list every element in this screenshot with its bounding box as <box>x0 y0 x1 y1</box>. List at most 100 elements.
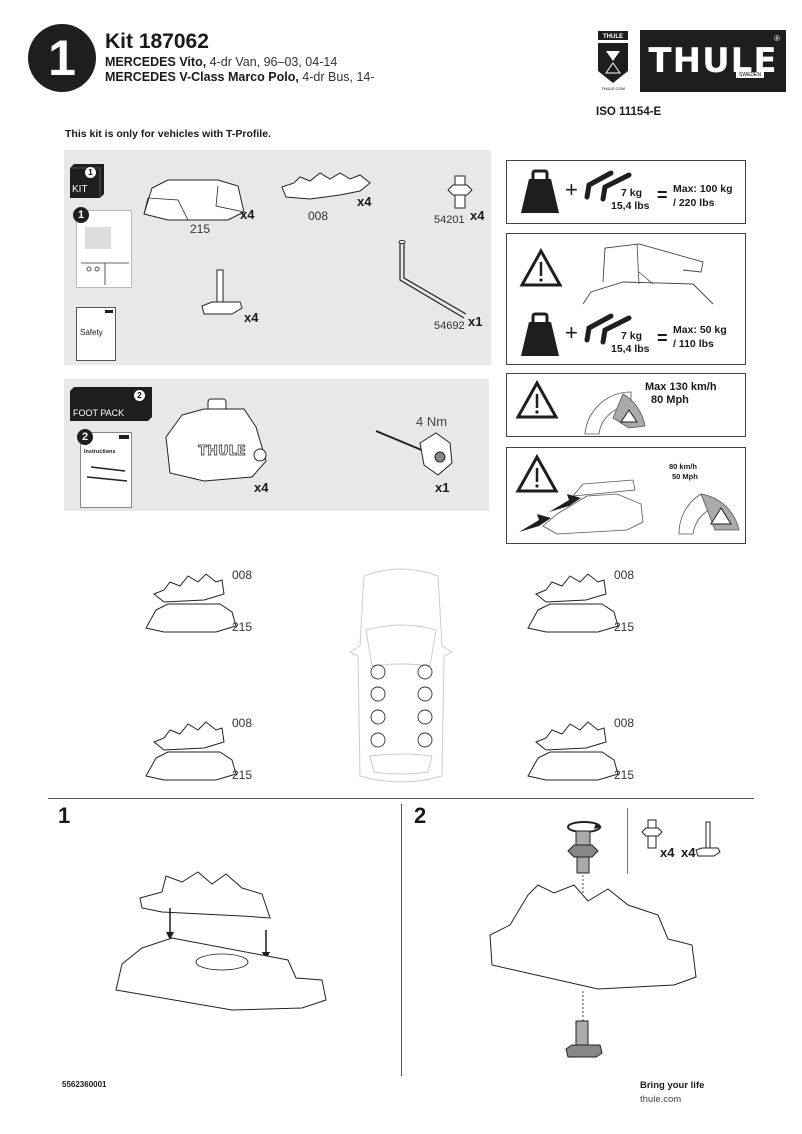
registered-icon: ® <box>774 34 780 43</box>
roof-rack-bars-icon <box>584 313 632 345</box>
position-front-left: 008 215 <box>144 568 264 638</box>
vehicle-details: 4-dr Bus, 14- <box>298 70 375 84</box>
max-speed-mph: 50 Mph <box>672 472 698 481</box>
max-load-lbs: / 220 lbs <box>673 197 715 209</box>
rack-weight-lbs: 15,4 lbs <box>611 343 650 355</box>
part-label-top: 008 <box>614 568 635 582</box>
t-bolt-icon <box>201 269 243 315</box>
speedometer-icon <box>678 493 740 535</box>
brand-slogan: Bring your life <box>640 1080 705 1091</box>
max-speed-mph: 80 Mph <box>651 394 689 406</box>
part-label-bottom: 215 <box>232 620 253 634</box>
max-load-lbs: / 110 lbs <box>673 338 714 350</box>
t-profile-notice: This kit is only for vehicles with T-Pro… <box>65 128 271 140</box>
hex-key-54692-icon <box>398 240 467 319</box>
plus-sign: + <box>565 177 578 202</box>
foot-unit-icon: THULE <box>165 398 267 482</box>
position-rear-right: 008 215 <box>526 716 646 786</box>
part-number: 008 <box>308 209 329 223</box>
kit-badge-label: KIT <box>72 184 88 195</box>
max-speed-box: Max 130 km/h 80 Mph <box>506 373 746 437</box>
manual-label: Instructions <box>84 449 116 455</box>
torque-value: 4 Nm <box>416 414 448 429</box>
equals-sign: = <box>657 185 668 205</box>
thule-logo: THULE SWEDEN ® <box>640 30 786 92</box>
step-number-badge: 1 <box>28 24 96 92</box>
part-qty: x1 <box>468 314 483 329</box>
weight-icon <box>521 312 559 356</box>
torque-tool-icon <box>375 430 453 476</box>
rack-weight-kg: 7 kg <box>621 330 643 342</box>
warning-triangle-icon <box>515 379 559 419</box>
vehicle-details: 4-dr Van, 96–03, 04-14 <box>206 55 338 69</box>
part-label-bottom: 215 <box>614 768 635 782</box>
warning-triangle-icon <box>515 453 559 493</box>
rack-weight-lbs: 15,4 lbs <box>611 200 650 212</box>
part-number: 215 <box>190 222 211 236</box>
position-front-right: 008 215 <box>526 568 646 638</box>
part-qty: x4 <box>244 310 259 325</box>
svg-text:THULE: THULE <box>603 34 623 40</box>
foot-adapter-215-icon <box>143 179 245 221</box>
part-number: 54692 <box>434 320 465 332</box>
max-speed-kmh: Max 130 km/h <box>645 381 717 393</box>
safety-leaflet: Safety <box>76 307 116 361</box>
max-load-kg: Max: 100 kg <box>673 183 733 195</box>
kit-badge-number: 1 <box>85 167 96 178</box>
sideways-load-speed-box: 80 km/h 50 Mph <box>506 447 746 544</box>
tool-qty: x1 <box>435 480 450 495</box>
step-divider-vertical <box>401 804 403 1076</box>
step-2-number: 2 <box>414 803 427 828</box>
foot-pack-badge-number: 2 <box>134 390 145 401</box>
guarantee-shield-icon: THULE THULE.COM <box>596 31 630 91</box>
vehicle-top-view-icon <box>348 568 454 783</box>
warning-triangle-icon <box>519 247 563 287</box>
vehicle-line-2: MERCEDES V-Class Marco Polo, 4-dr Bus, 1… <box>105 70 375 84</box>
foot-pack-panel: 2 FOOT PACK 2 Instructions THULE x4 4 Nm… <box>64 379 489 511</box>
kit-contents-panel: 1 KIT 1 Safety x4 215 x4 008 54201 x4 x4 <box>64 150 491 365</box>
position-rear-left: 008 215 <box>144 716 264 786</box>
document-code: 5562360001 <box>62 1080 107 1089</box>
foot-qty: x4 <box>254 480 269 495</box>
part-label-bottom: 215 <box>232 768 253 782</box>
part-label-top: 008 <box>232 716 253 730</box>
step-divider-horizontal <box>48 798 754 800</box>
max-load-box-standard: + 7 kg 15,4 lbs = Max: 100 kg / 220 lbs <box>506 160 746 224</box>
instruction-manual-2: 2 Instructions <box>77 429 132 508</box>
step-1-clamp-into-adapter-illustration <box>115 871 327 1011</box>
equals-sign: = <box>657 328 668 348</box>
max-load-kg: Max: 50 kg <box>673 324 727 336</box>
max-load-box-pop-top: + 7 kg 15,4 lbs = Max: 50 kg / 110 lbs <box>506 233 746 365</box>
clamp-008-icon <box>281 172 371 200</box>
vehicle-line-1: MERCEDES Vito, 4-dr Van, 96–03, 04-14 <box>105 55 337 69</box>
svg-text:THULE.COM: THULE.COM <box>601 86 625 91</box>
screw-qty: x4 <box>660 845 675 860</box>
foot-pack-label: FOOT PACK <box>73 408 125 418</box>
manual-number: 1 <box>73 207 89 223</box>
step-2-inset-divider <box>627 808 628 874</box>
part-number: 54201 <box>434 214 465 226</box>
screw-54201-icon <box>447 175 473 209</box>
iso-standard: ISO 11154-E <box>596 106 662 118</box>
website-link[interactable]: thule.com <box>640 1094 682 1105</box>
step-2-bolt-assembly-illustration <box>489 821 697 1058</box>
kit-box-icon: 1 KIT <box>70 164 104 198</box>
kit-title: Kit 187062 <box>105 30 209 53</box>
foot-brand-text: THULE <box>198 444 245 459</box>
vehicle-model: MERCEDES Vito, <box>105 55 207 69</box>
foot-pack-box-icon: 2 FOOT PACK <box>70 387 152 423</box>
car-with-roof-load-icon <box>519 479 644 535</box>
plus-sign: + <box>565 320 578 345</box>
roof-rack-bars-icon <box>584 170 632 202</box>
instruction-manual-1: 1 <box>73 207 132 288</box>
step-1-number: 1 <box>58 803 71 828</box>
part-qty: x4 <box>240 207 255 222</box>
safety-label: Safety <box>80 328 103 337</box>
t-bolt-qty: x4 <box>681 845 696 860</box>
speedometer-icon <box>584 391 646 435</box>
part-label-top: 008 <box>232 568 253 582</box>
part-qty: x4 <box>470 208 485 223</box>
part-label-top: 008 <box>614 716 635 730</box>
vehicle-model: MERCEDES V-Class Marco Polo, <box>105 70 299 84</box>
pop-top-van-icon <box>582 243 714 305</box>
